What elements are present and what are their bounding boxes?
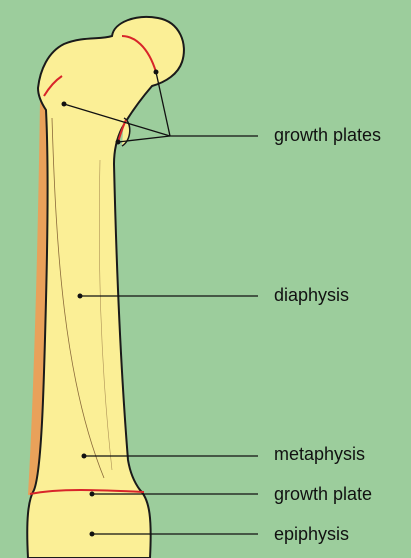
dot-growth-plate [89, 491, 95, 497]
label-growth-plate: growth plate [274, 484, 373, 504]
pointer-femoral-head [155, 71, 171, 137]
dot-greater-trochanter [61, 101, 67, 107]
pointer-lines [63, 71, 258, 535]
distal-growth-plate [29, 489, 145, 495]
pointer-greater-trochanter [63, 103, 171, 137]
shaft-contour-line [99, 159, 113, 471]
shaft-contour-line [51, 117, 105, 479]
label-epiphysis: epiphysis [274, 524, 350, 544]
anchor-dots [61, 69, 159, 537]
dot-diaphysis [77, 293, 83, 299]
dot-epiphysis [89, 531, 95, 537]
label-diaphysis: diaphysis [274, 285, 350, 305]
dot-metaphysis [81, 453, 87, 459]
femur-bone [26, 16, 185, 558]
dot-femoral-head [153, 69, 159, 75]
femoral-head-growth-plate [121, 35, 157, 73]
greater-trochanter-growth-plate [43, 75, 63, 97]
dot-lesser-trochanter [115, 139, 121, 145]
label-growth-plates: growth plates [274, 125, 382, 145]
label-metaphysis: metaphysis [274, 444, 366, 464]
pointer-lesser-trochanter [117, 135, 171, 143]
